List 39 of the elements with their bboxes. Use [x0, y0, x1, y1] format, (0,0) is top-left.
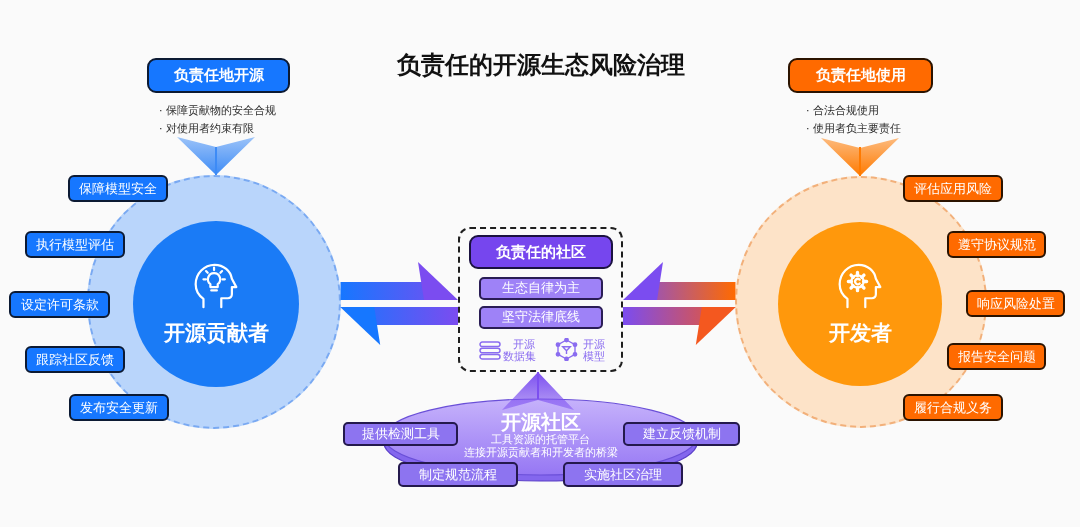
bullet-note: · 使用者负主要责任	[806, 122, 901, 136]
task-tag: 评估应用风险	[903, 175, 1003, 202]
role-label: 开源贡献者	[163, 321, 269, 345]
exchange-arrow	[340, 307, 458, 345]
diagram-title: 负责任的开源生态风险治理	[397, 50, 685, 80]
principle-tag: 坚守法律底线	[479, 306, 603, 329]
exchange-arrow	[340, 262, 458, 300]
bullet-note: · 合法合规使用	[806, 104, 879, 118]
task-tag: 报告安全问题	[947, 343, 1046, 370]
section-header: 负责任地使用	[788, 58, 933, 93]
task-tag: 履行合规义务	[903, 394, 1003, 421]
community-header: 负责任的社区	[469, 235, 613, 269]
action-tag: 建立反馈机制	[623, 422, 740, 446]
ellipse-title: 开源社区	[500, 411, 581, 433]
task-tag: 保障模型安全	[68, 175, 168, 202]
bullet-note: · 保障贡献物的安全合规	[159, 104, 276, 118]
chevron-arrow	[502, 371, 574, 410]
task-tag: 跟踪社区反馈	[25, 346, 125, 373]
action-tag: 提供检测工具	[343, 422, 458, 446]
action-tag: 制定规范流程	[398, 462, 518, 487]
exchange-arrow	[623, 307, 736, 345]
task-tag: 执行模型评估	[25, 231, 125, 258]
action-tag: 实施社区治理	[563, 462, 683, 487]
description-line: 工具资源的托管平台	[491, 433, 590, 446]
description-line: 连接开源贡献者和开发者的桥梁	[463, 446, 618, 459]
task-tag: 响应风险处置	[966, 290, 1065, 317]
bullet-note: · 对使用者约束有限	[159, 122, 254, 136]
exchange-arrow	[623, 262, 736, 300]
dashed-frame	[458, 227, 623, 372]
principle-tag: 生态自律为主	[479, 277, 603, 300]
section-header: 负责任地开源	[147, 58, 290, 93]
resource-label: 开源数据集	[501, 338, 537, 362]
role-label: 开发者	[828, 321, 892, 345]
chevron-arrow	[821, 138, 899, 177]
resource-label: 开源模型	[581, 338, 606, 362]
chevron-arrow	[177, 137, 255, 176]
task-tag: 遵守协议规范	[947, 231, 1046, 258]
task-tag: 设定许可条款	[9, 291, 110, 318]
task-tag: 发布安全更新	[69, 394, 169, 421]
